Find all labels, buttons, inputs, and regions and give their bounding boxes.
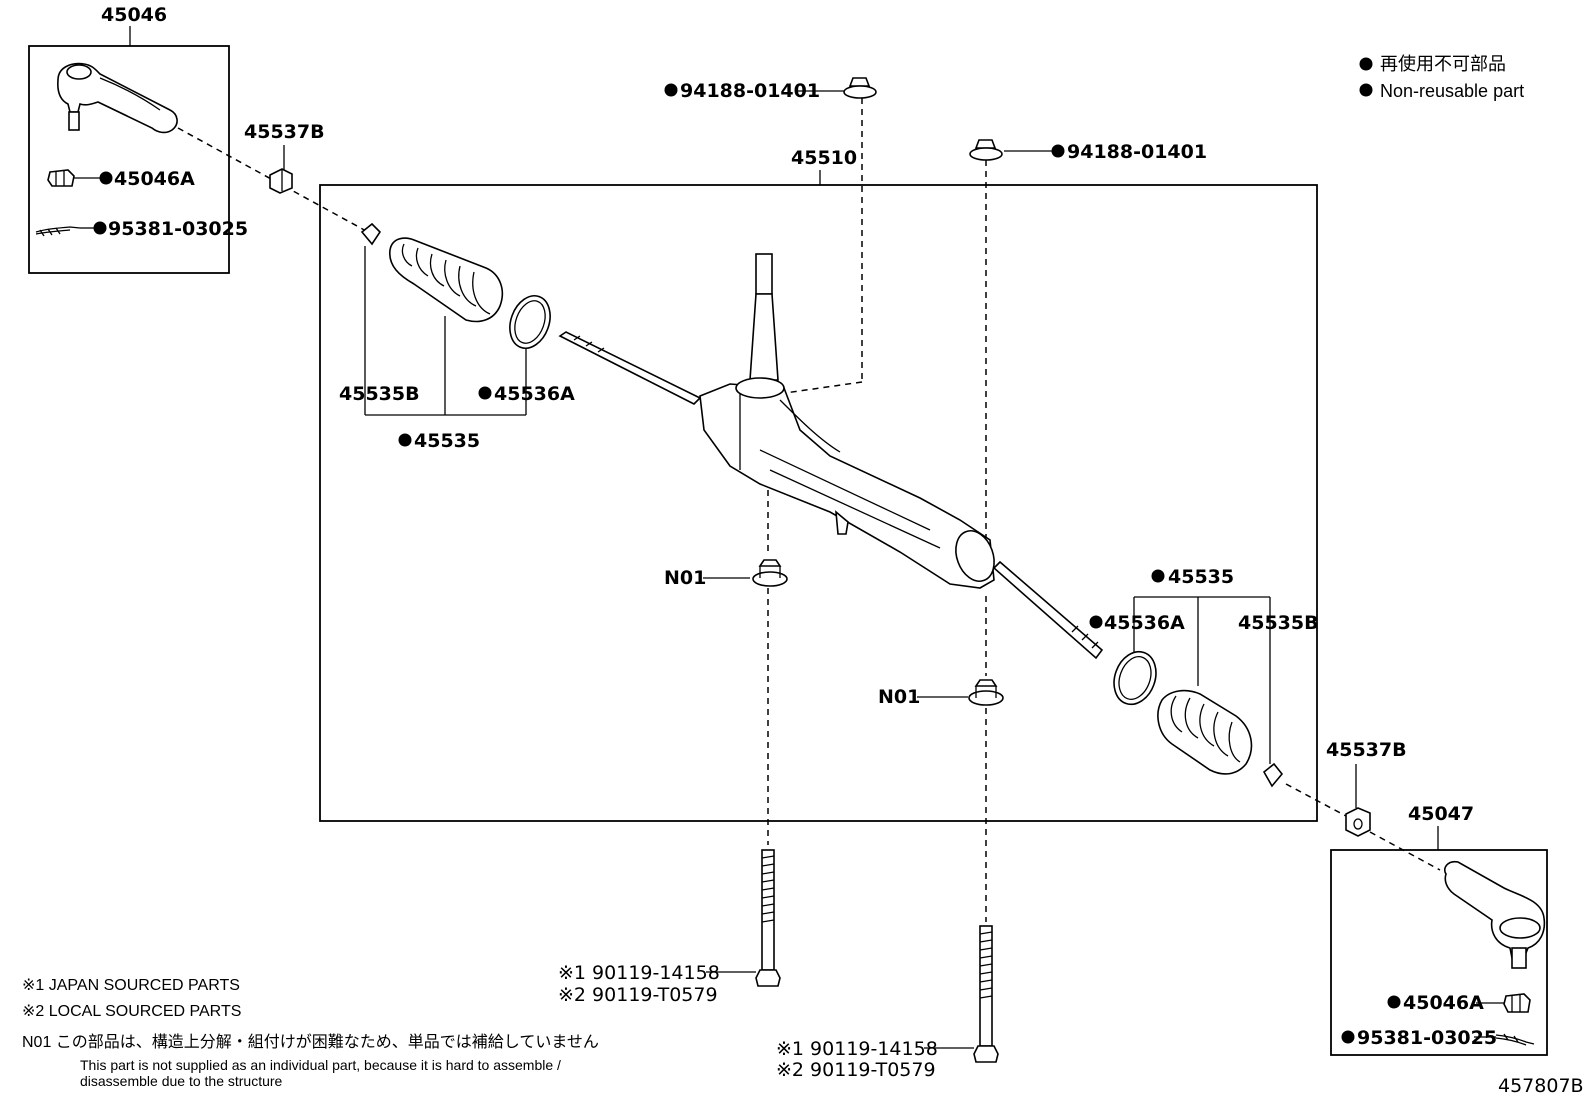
label-45046A-right[interactable]: 45046A [1403, 992, 1484, 1014]
label-bolt-right-2[interactable]: ※2 90119-T0579 [776, 1059, 936, 1081]
cotter-pin-right-icon [1495, 1033, 1535, 1046]
bolt-left-icon [755, 849, 781, 987]
label-45535-left[interactable]: 45535 [414, 430, 480, 452]
bolt-right-icon [973, 925, 999, 1063]
label-45535B-right[interactable]: 45535B [1238, 612, 1319, 634]
legend-dot-1 [1359, 57, 1373, 71]
diagram-id: 457807B [1498, 1075, 1584, 1097]
lock-nut-left-icon [269, 168, 293, 194]
label-bolt-left-1[interactable]: ※1 90119-14158 [558, 962, 720, 984]
boot-left-icon [389, 237, 504, 323]
axis-dash-left [177, 127, 369, 233]
note-n01-en-2: disassemble due to the structure [80, 1073, 283, 1089]
legend-en: Non-reusable part [1380, 81, 1524, 101]
tie-rod-end-left-icon [57, 62, 178, 134]
clip-left-icon [360, 222, 382, 246]
label-94188-right[interactable]: 94188-01401 [1067, 141, 1207, 163]
label-95381-right[interactable]: 95381-03025 [1357, 1027, 1497, 1049]
tie-rod-end-right-icon [1443, 860, 1546, 969]
rack-assembly-box [319, 184, 1318, 822]
label-94188-left[interactable]: 94188-01401 [680, 80, 820, 102]
steering-rack-icon [558, 253, 1104, 660]
tie-rod-end-right-box [1330, 849, 1548, 1056]
note-n01-en-1: This part is not supplied as an individu… [80, 1057, 561, 1073]
cap-nut-top-right-icon [969, 139, 1003, 161]
clip-right-icon [1262, 762, 1284, 788]
note-n01-jp: N01 この部品は、構造上分解・組付けが困難なため、単品では補給していません [22, 1033, 599, 1051]
note-2: ※2 LOCAL SOURCED PARTS [22, 1003, 241, 1020]
label-N01-right[interactable]: N01 [878, 686, 920, 708]
cotter-pin-left-icon [35, 226, 81, 237]
label-45537B-right[interactable]: 45537B [1326, 739, 1407, 761]
label-45537B-left[interactable]: 45537B [244, 121, 325, 143]
label-bolt-right-1[interactable]: ※1 90119-14158 [776, 1038, 938, 1060]
legend-jp: 再使用不可部品 [1380, 54, 1506, 74]
label-95381-left[interactable]: 95381-03025 [108, 218, 248, 240]
label-45536A-left[interactable]: 45536A [494, 383, 575, 405]
lock-nut-right-icon [1345, 807, 1371, 837]
label-bolt-left-2[interactable]: ※2 90119-T0579 [558, 984, 718, 1006]
cap-nut-top-left-icon [843, 77, 877, 99]
castle-nut-left-icon [47, 169, 75, 187]
label-N01-left[interactable]: N01 [664, 567, 706, 589]
tie-rod-end-left-box [28, 45, 230, 274]
band-right-icon [1113, 650, 1157, 706]
label-45046A-left[interactable]: 45046A [114, 168, 195, 190]
label-45536A-right[interactable]: 45536A [1104, 612, 1185, 634]
label-45047[interactable]: 45047 [1408, 803, 1474, 825]
boot-right-icon [1157, 689, 1253, 775]
label-45535-right[interactable]: 45535 [1168, 566, 1234, 588]
label-45046[interactable]: 45046 [101, 4, 167, 26]
band-left-icon [509, 295, 551, 349]
washer-left-icon [752, 559, 788, 587]
legend-dot-2 [1359, 83, 1373, 97]
label-45510[interactable]: 45510 [791, 147, 857, 169]
washer-right-icon [968, 679, 1004, 706]
label-45535B-left[interactable]: 45535B [339, 383, 420, 405]
castle-nut-right-icon [1503, 993, 1531, 1013]
note-1: ※1 JAPAN SOURCED PARTS [22, 977, 240, 994]
